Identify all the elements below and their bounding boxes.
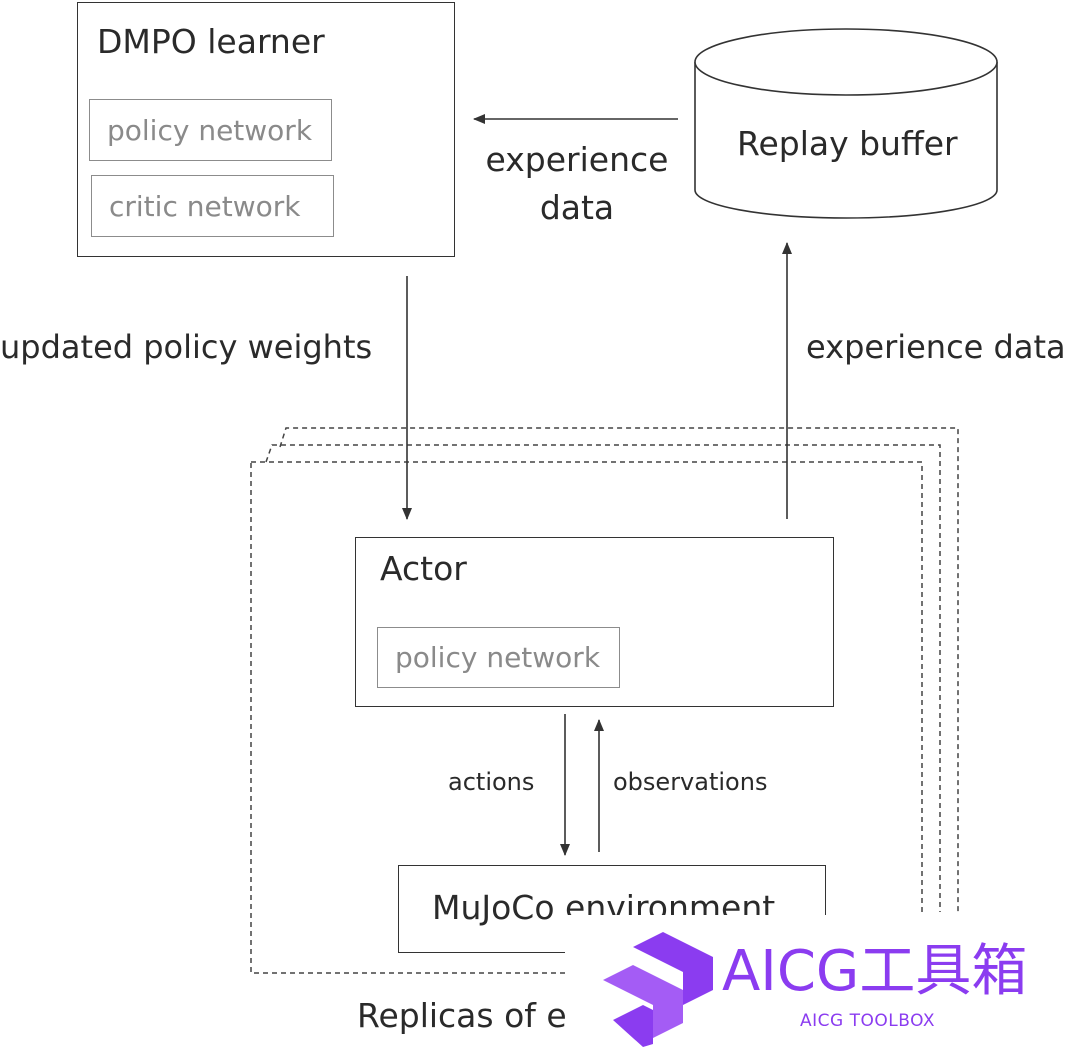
edge-label-buffer-to-learner: experience data: [485, 140, 669, 227]
actor-policy-network: policy network: [377, 627, 620, 688]
watermark: AICG工具箱 AICG TOOLBOX: [565, 915, 1080, 1054]
edge-label-actions: actions: [448, 768, 535, 796]
replica-frame-2: [265, 444, 941, 912]
learner-policy-network: policy network: [89, 99, 332, 161]
edge-label-learner-to-actor: updated policy weights: [0, 328, 373, 366]
watermark-title: AICG工具箱: [722, 939, 1028, 1004]
replicas-caption: Replicas of e: [357, 996, 567, 1035]
replay-buffer-cylinder: [694, 28, 998, 219]
replica-frame-3: [279, 427, 959, 912]
edge-label-actor-to-buffer: experience data: [806, 328, 1066, 366]
edge-label-observations: observations: [613, 768, 768, 796]
watermark-subtitle: AICG TOOLBOX: [800, 1011, 936, 1031]
replay-buffer-label: Replay buffer: [737, 124, 958, 163]
dmpo-learner-title: DMPO learner: [97, 22, 325, 61]
learner-critic-network: critic network: [91, 175, 334, 237]
replica-frame-1: [250, 461, 923, 974]
actor-title: Actor: [380, 549, 467, 588]
aicg-logo-icon: [603, 932, 713, 1047]
